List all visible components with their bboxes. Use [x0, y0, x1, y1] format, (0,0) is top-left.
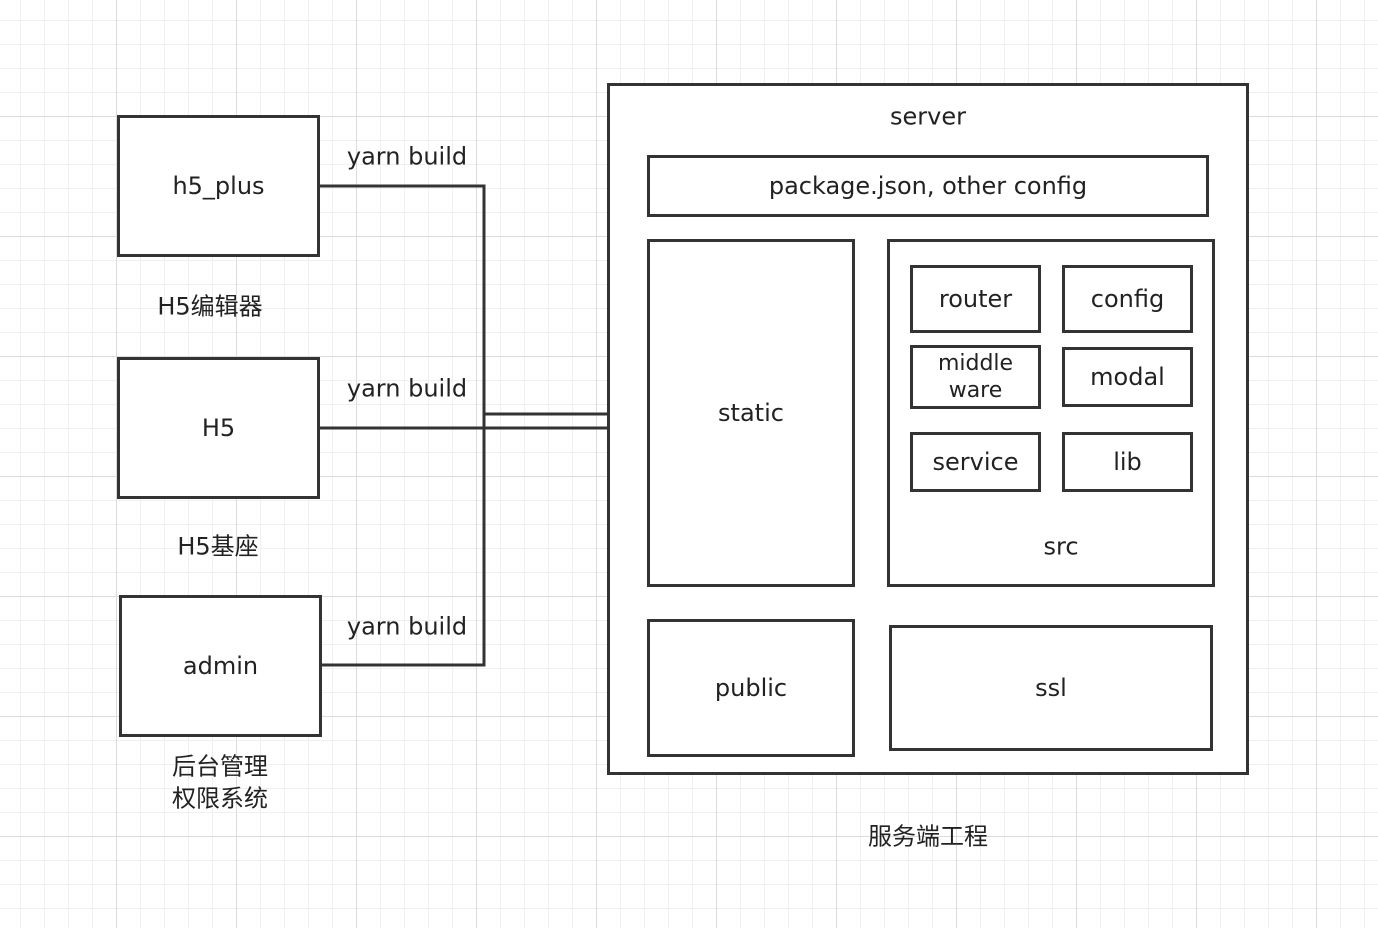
h5-node: H5 — [117, 357, 320, 499]
modal-label: modal — [1090, 363, 1165, 391]
admin-caption-line1: 后台管理 — [172, 752, 268, 781]
service-node: service — [910, 432, 1041, 492]
server-caption: 服务端工程 — [868, 822, 988, 851]
middleware-node: middle ware — [910, 345, 1041, 409]
router-node: router — [910, 265, 1041, 333]
src-config-label: config — [1090, 285, 1165, 313]
router-label: router — [938, 285, 1013, 313]
config-label: package.json, other config — [768, 172, 1088, 200]
admin-caption-line2: 权限系统 — [172, 784, 268, 813]
service-label: service — [932, 448, 1019, 476]
h5-plus-label: h5_plus — [172, 172, 265, 200]
edge-admin-to-static — [322, 402, 648, 667]
ssl-node: ssl — [889, 625, 1213, 751]
server-title: server — [890, 102, 966, 131]
admin-node: admin — [119, 595, 322, 737]
public-node: public — [647, 619, 855, 757]
static-node: static — [647, 239, 855, 587]
h5-plus-node: h5_plus — [117, 115, 320, 257]
admin-label: admin — [182, 652, 259, 680]
lib-node: lib — [1062, 432, 1193, 492]
middleware-label-line1: middle — [937, 350, 1014, 376]
config-node: package.json, other config — [647, 155, 1209, 217]
src-config-node: config — [1062, 265, 1193, 333]
static-label: static — [718, 399, 784, 427]
edge-label-admin: yarn build — [346, 612, 468, 641]
ssl-label: ssl — [1035, 674, 1067, 702]
h5-caption: H5基座 — [177, 532, 259, 561]
middleware-label-line2: ware — [948, 378, 1003, 403]
lib-label: lib — [1113, 448, 1142, 476]
modal-node: modal — [1062, 347, 1193, 407]
public-label: public — [714, 674, 788, 702]
edge-label-h5-plus: yarn build — [346, 142, 468, 171]
h5-plus-caption: H5编辑器 — [157, 292, 263, 321]
h5-label: H5 — [201, 414, 236, 442]
edge-label-h5: yarn build — [346, 374, 468, 403]
src-label: src — [1043, 532, 1079, 561]
